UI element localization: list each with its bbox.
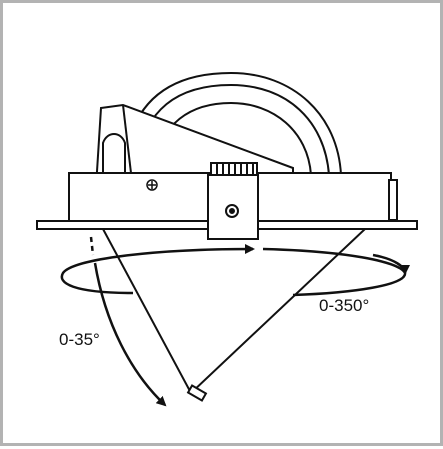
downlight-rotation-diagram: 0-350° 0-35° (36, 71, 418, 407)
frame-screw (146, 179, 158, 191)
tilt-arrow (89, 236, 167, 407)
rotation-range-label: 0-350° (319, 296, 369, 315)
tilt-range-label: 0-35° (59, 330, 100, 349)
spring-clip (207, 162, 259, 240)
rotation-arrow (60, 244, 410, 297)
